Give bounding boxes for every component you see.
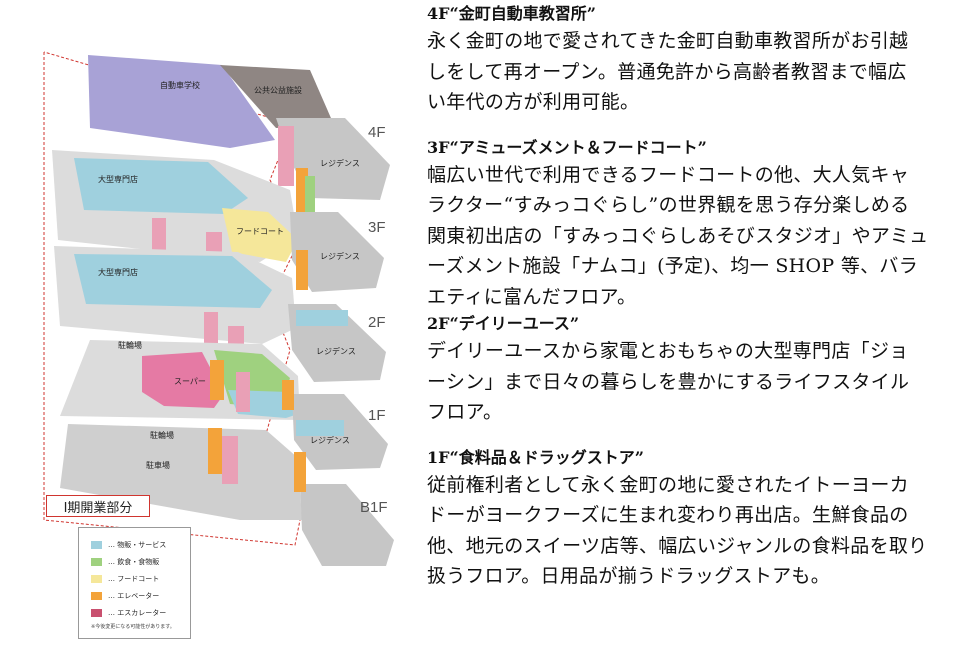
section-2f: 2F“デイリーユース” デイリーユースから家電とおもちゃの大型専門店「ジョ ーシ… [427, 312, 975, 428]
phase-label: Ⅰ期開業部分 [46, 495, 150, 517]
section-line: フロア。 [427, 401, 503, 423]
floor-3f [52, 150, 384, 292]
legend-swatch [91, 574, 102, 583]
legend-item: … エスカレーター [91, 604, 190, 621]
label-residence-4f: レジデンス [320, 158, 360, 168]
floor-label-4f: 4F [368, 124, 386, 141]
legend-note: ※今後変更になる可能性があります。 [91, 624, 175, 630]
zone-supermarket [142, 352, 224, 408]
legend-label: … 飲食・食物販 [108, 557, 160, 566]
section-heading: 3F“アミューズメント＆フードコート” [427, 137, 707, 157]
floor-diagram: 自動車学校 公共公益施設 レジデンス 大型専門店 フードコート レジデンス 大型… [43, 51, 394, 566]
section-line: デイリーユースから家電とおもちゃの大型専門店「ジョ [427, 340, 909, 362]
legend-swatch [91, 608, 102, 617]
section-line: ラクター“すみっコぐらし”の世界観を思う存分楽しめる [427, 194, 910, 216]
section-line: しをして再オープン。普通免許から高齢者教習まで幅広 [427, 60, 907, 83]
section-line: 関東初出店の「すみっコぐらしあそびスタジオ」やアミュ [427, 224, 929, 247]
legend-item: … 飲食・食物販 [91, 553, 190, 570]
label-large-store-2f: 大型専門店 [98, 267, 138, 277]
zone-large-store-2f [74, 254, 272, 308]
section-line: 他、地元のスイーツ店等、幅広いジャンルの食料品を取り [427, 534, 928, 557]
floor-2f [54, 246, 386, 382]
section-line: 扱うフロア。日用品が揃うドラッグストアも。 [427, 565, 831, 587]
legend-item: … フードコート [91, 570, 190, 587]
section-heading: 4F“金町自動車教習所” [427, 4, 596, 23]
legend-swatch [91, 557, 102, 566]
floor-label-b1f: B1F [360, 499, 388, 516]
section-1f: 1F“食料品＆ドラッグストア” 従前権利者として永く金町の地に愛されたイトーヨー… [427, 446, 975, 592]
section-line: 従前権利者として永く金町の地に愛されたイトーヨーカ [427, 473, 909, 496]
section-line: ーズメント施設「ナムコ」(予定)、均一 SHOP 等、バラ [427, 255, 919, 277]
legend-label: … 物販・サービス [108, 540, 167, 549]
floor-1f [60, 340, 388, 470]
zone-driving-school [88, 55, 275, 148]
label-residence-2f: レジデンス [316, 346, 356, 356]
label-large-store-3f: 大型専門店 [98, 174, 138, 184]
label-residence-3f: レジデンス [320, 251, 360, 261]
legend-label: … エスカレーター [108, 608, 167, 617]
label-public-facility: 公共公益施設 [254, 85, 302, 95]
legend-item: … 物販・サービス [91, 536, 190, 553]
label-residence-1f: レジデンス [310, 435, 350, 445]
label-bicycle-parking-b1: 駐輪場 [150, 430, 174, 440]
section-line: 幅広い世代で利用できるフードコートの他、大人気キャ [427, 163, 910, 186]
section-line: ーシン」まで日々の暮らしを豊かにするライフスタイル [427, 370, 910, 393]
legend-swatch [91, 540, 102, 549]
section-line: 永く金町の地で愛されてきた金町自動車教習所がお引越 [427, 30, 909, 52]
zone-food-court [222, 208, 298, 262]
floor-label-2f: 2F [368, 314, 386, 331]
label-food-court: フードコート [236, 227, 284, 236]
section-3f: 3F“アミューズメント＆フードコート” 幅広い世代で利用できるフードコートの他、… [427, 136, 975, 313]
label-supermarket: スーパー [174, 377, 206, 386]
section-4f: 4F“金町自動車教習所” 永く金町の地で愛されてきた金町自動車教習所がお引越 し… [427, 2, 975, 118]
floor-label-3f: 3F [368, 219, 386, 236]
label-bicycle-parking-1f: 駐輪場 [118, 340, 142, 350]
section-line: い年代の方が利用可能。 [427, 91, 640, 113]
label-driving-school: 自動車学校 [160, 80, 200, 90]
floor-label-1f: 1F [368, 407, 386, 424]
legend-label: … フードコート [108, 574, 160, 583]
floor-4f [88, 55, 390, 216]
legend-item: … エレベーター [91, 587, 190, 604]
section-heading: 2F“デイリーユース” [427, 314, 580, 333]
section-line: ドーがヨークフーズに生まれ変わり再出店。生鮮食品の [427, 504, 909, 526]
label-parking: 駐車場 [146, 460, 170, 470]
floor-descriptions: 4F“金町自動車教習所” 永く金町の地で愛されてきた金町自動車教習所がお引越 し… [427, 2, 975, 592]
zone-large-store-3f [74, 158, 248, 214]
legend-label: … エレベーター [108, 591, 160, 600]
section-line: エティに富んだフロア。 [427, 285, 637, 308]
section-heading: 1F“食料品＆ドラッグストア” [427, 447, 644, 467]
legend-swatch [91, 591, 102, 600]
zone-public-facility [220, 65, 334, 128]
legend: … 物販・サービス … 飲食・食物販 … フードコート … エレベーター … エ… [78, 527, 191, 639]
